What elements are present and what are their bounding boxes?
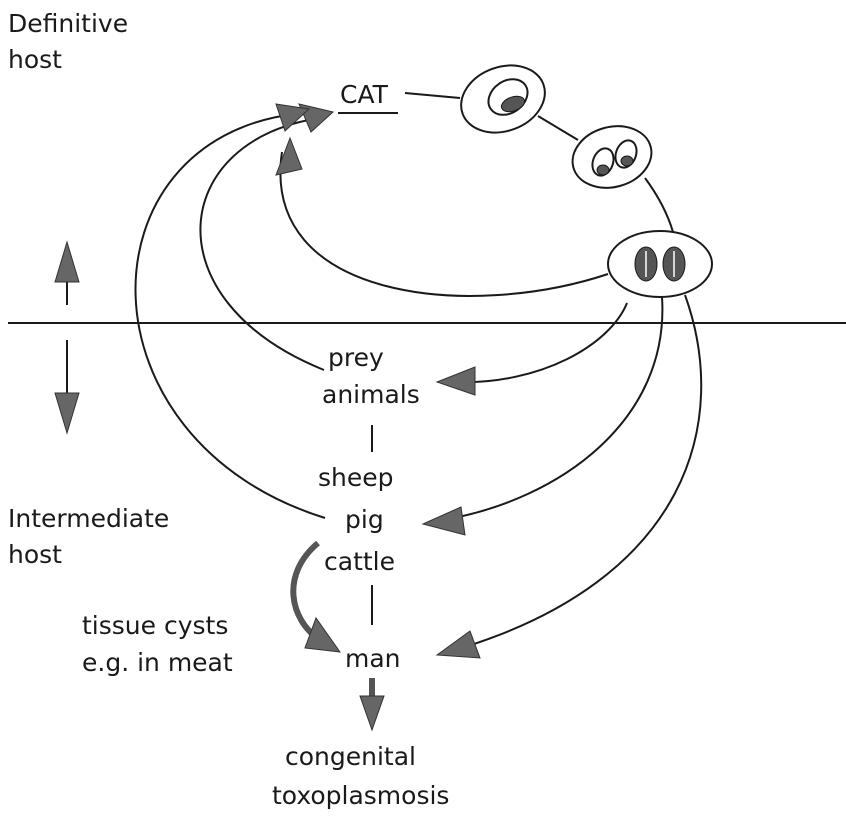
definitive-host-label: Definitive host — [8, 9, 136, 74]
arrowhead-icon — [305, 618, 340, 652]
arrowhead-icon — [437, 631, 480, 658]
oocyst-connector-2 — [645, 178, 673, 232]
pig-to-cat-arrow — [135, 114, 325, 518]
cattle-label: cattle — [324, 547, 395, 576]
oocyst-unsporulated-icon — [452, 54, 555, 144]
cat-to-oocyst-line — [405, 93, 460, 98]
arrowhead-icon — [276, 138, 302, 175]
intermediate-host-label: Intermediate host — [8, 504, 177, 569]
oocyst-sporulating-icon — [566, 118, 659, 197]
oocyst-to-man-arrow — [455, 295, 701, 650]
prey-to-cat-arrow — [200, 118, 324, 370]
oocyst-to-pig-arrow — [443, 297, 662, 520]
oocyst-to-cat-loop-arrow — [280, 152, 608, 296]
pig-label: pig — [345, 505, 384, 534]
oocyst-to-prey-arrow — [455, 303, 627, 382]
vertical-double-arrow — [55, 242, 79, 433]
oocyst-connector-1 — [538, 116, 578, 140]
sheep-label: sheep — [318, 463, 394, 492]
cat-label: CAT — [340, 80, 389, 109]
man-label: man — [345, 644, 401, 673]
arrowhead-icon — [437, 367, 475, 395]
arrowhead-icon — [423, 507, 465, 535]
arrowhead-icon — [360, 696, 384, 730]
prey-animals-label: prey animals — [322, 343, 420, 409]
congenital-toxoplasmosis-label: congenital toxoplasmosis — [272, 742, 449, 810]
tissue-cysts-label: tissue cysts e.g. in meat — [82, 611, 236, 677]
oocyst-sporulated-icon — [608, 231, 712, 297]
